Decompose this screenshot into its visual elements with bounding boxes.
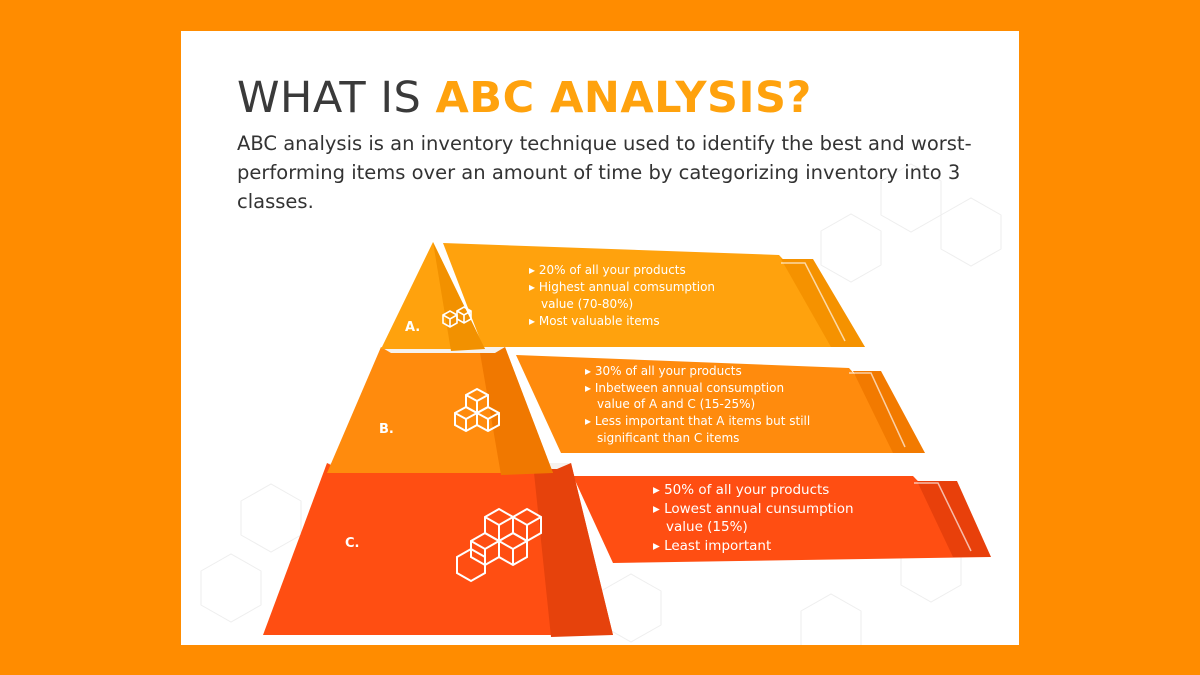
tier-b-bullet-3: value of A and C (15-25%) [597,397,755,411]
title-highlight: ABC ANALYSIS? [435,73,812,123]
tier-c-banner [573,476,991,563]
title-prefix: WHAT IS [237,73,436,123]
tier-b-bullet-4: ▸ Less important that A items but still [585,414,810,428]
tier-b-banner-curl [849,372,906,448]
tier-a-bullet-2: ▸ Highest annual comsumption [529,280,715,294]
tier-b-bullet-5: significant than C items [597,431,739,445]
boxes-medium-icon [454,387,500,433]
tier-b-banner [516,355,925,453]
tier-a: A. ▸ 20% of all your products ▸ Highest … [381,242,865,351]
tier-a-side [433,242,485,351]
tier-c-side [533,463,613,637]
tier-c-bullet-4: ▸ Least important [653,538,771,554]
boxes-large-icon [456,507,542,583]
tier-b-label: B. [379,422,394,437]
tier-c-bullet-1: ▸ 50% of all your products [653,482,829,498]
tier-a-bullet-4: ▸ Most valuable items [529,314,660,328]
tier-c-banner-edge [917,481,991,557]
tier-b-side [479,347,553,475]
description: ABC analysis is an inventory technique u… [237,132,972,213]
tier-a-label: A. [405,320,420,335]
tier-a-banner-edge [781,259,865,347]
boxes-small-icon [442,306,472,328]
tier-c-label: C. [345,536,359,551]
tier-a-banner [443,243,865,347]
tier-c-bullet-2: ▸ Lowest annual cunsumption [653,501,854,517]
tier-a-banner-curl [781,262,846,342]
tier-b-bullet-1: ▸ 30% of all your products [585,364,742,378]
tier-c-front [263,463,613,635]
tier-c-bullet-3: value (15%) [666,519,748,535]
tier-b-bullet-2: ▸ Inbetween annual consumption [585,381,784,395]
tier-a-bullet-3: value (70-80%) [541,297,633,311]
infographic-card: WHAT IS ABC ANALYSIS? ABC analysis is an… [181,31,1019,645]
page-title: WHAT IS ABC ANALYSIS? [237,71,812,125]
abc-pyramid-diagram: C. ▸ 50% of all your products ▸ Lowest a… [263,242,991,637]
tier-c: C. ▸ 50% of all your products ▸ Lowest a… [263,463,991,637]
tier-a-bullet-1: ▸ 20% of all your products [529,263,686,277]
tier-c-banner-curl [914,482,972,552]
tier-b: B. ▸ 30% of all your products ▸ Inbetwee… [327,347,925,475]
